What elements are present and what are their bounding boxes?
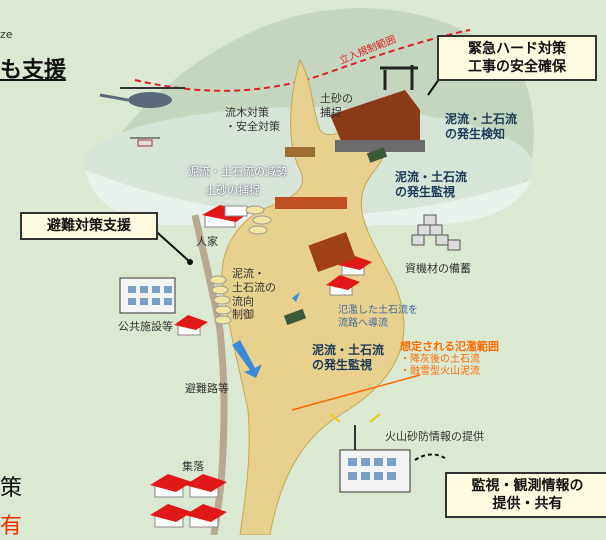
driftwood-line-1: 流木対策 <box>225 106 269 119</box>
assumed-flood-title: 想定される氾濫範囲 <box>400 340 499 353</box>
flow-arrow-1 <box>232 340 262 378</box>
evacuation-callout: 避難対策支援 <box>20 212 158 241</box>
house-left <box>174 315 208 336</box>
flow-control-line-3: 流向 <box>232 294 254 308</box>
flow-control-line-4: 制御 <box>232 308 254 322</box>
monitor-top-label: 泥流・土石流 の発生監視 <box>395 170 467 200</box>
reduce-label: 泥流・土石流の減勢 <box>188 165 287 178</box>
capture-wall <box>275 197 347 209</box>
monitor-top-line-1: 泥流・土石流 <box>395 170 468 184</box>
driftwood-label: 流木対策 ・安全対策 <box>225 106 280 134</box>
monitor-bottom-line-1: 泥流・土石流 <box>312 343 385 357</box>
monitoring-building <box>339 449 411 493</box>
assumed-item-2: ・融雪型火山泥流 <box>400 366 480 378</box>
edge-fragment-top-big: も支援 <box>0 58 67 83</box>
assumed-item-1: ・降灰後の土石流 <box>400 353 480 365</box>
sediment-capture-top-label: 土砂の 捕捉 <box>320 92 353 120</box>
sandbags <box>209 205 272 325</box>
driftwood-barrier <box>285 147 315 157</box>
village-label: 集落 <box>182 460 204 473</box>
house-label: 人家 <box>196 235 218 248</box>
capture-label: 土砂の捕捉 <box>205 184 260 197</box>
flow-control-label: 泥流・ 土石流の 流向 制御 <box>232 267 276 322</box>
emergency-line-2: 工事の安全確保 <box>468 59 566 76</box>
helicopter <box>99 87 185 108</box>
flow-control-line-2: 土石流の <box>232 280 276 294</box>
guide-flow-line-1: 氾濫した土石流を <box>338 305 418 316</box>
guide-flow-label: 氾濫した土石流を 流路へ導流 <box>338 305 418 330</box>
monitoring-callout: 監視・観測情報の 提供・共有 <box>445 472 606 519</box>
drone <box>130 137 160 147</box>
mountain-base <box>85 170 532 225</box>
evacuation-road <box>191 214 228 535</box>
stockpile-label: 資機材の備蓄 <box>405 262 471 275</box>
stockpile <box>411 214 461 251</box>
flow-control-line-1: 泥流・ <box>232 267 265 280</box>
capture-top-line-1: 土砂の <box>320 92 353 105</box>
detect-line-2: の発生検知 <box>445 127 506 141</box>
edge-fragment-bottom-black: 策 <box>0 476 23 501</box>
monitor-sensor-2 <box>283 308 307 326</box>
village-houses <box>150 474 227 528</box>
signal-icon <box>329 413 381 423</box>
flow-arrow-2 <box>292 292 300 302</box>
sabo-dam <box>330 90 420 150</box>
sabo-dam-base <box>335 140 425 152</box>
monitor-sensor-1 <box>366 147 388 163</box>
edge-fragment-top-small: ze <box>0 28 13 41</box>
assumed-flood-label: 想定される氾濫範囲 ・降灰後の土石流 ・融雪型火山泥流 <box>400 340 499 379</box>
detect-line-1: 泥流・土石流 <box>445 112 518 126</box>
restricted-area-line <box>134 29 471 92</box>
monitoring-pointer <box>414 453 446 461</box>
emergency-callout: 緊急ハード対策 工事の安全確保 <box>437 35 597 82</box>
edge-fragment-bottom-red: 有 <box>0 514 23 539</box>
monitor-bottom-line-2: の発生監視 <box>312 358 373 372</box>
emergency-line-1: 緊急ハード対策 <box>468 41 566 57</box>
info-provide-label: 火山砂防情報の提供 <box>385 430 484 443</box>
public-facility-building <box>119 277 176 314</box>
guide-flow-line-2: 流路へ導流 <box>338 317 388 329</box>
monitoring-line-1: 監視・観測情報の <box>471 478 584 494</box>
detect-label: 泥流・土石流 の発生検知 <box>445 112 517 142</box>
monitor-bottom-label: 泥流・土石流 の発生監視 <box>312 343 384 373</box>
driftwood-line-2: ・安全対策 <box>225 119 280 133</box>
monitor-top-line-2: の発生監視 <box>395 185 456 199</box>
capture-top-line-2: 捕捉 <box>320 105 342 119</box>
evac-route-label: 避難路等 <box>185 382 229 395</box>
flood-range-line <box>291 374 421 411</box>
public-facility-label: 公共施設等 <box>118 320 173 333</box>
guide-wall <box>308 232 356 272</box>
monitoring-line-2: 提供・共有 <box>492 496 563 513</box>
houses-mid <box>326 255 372 296</box>
